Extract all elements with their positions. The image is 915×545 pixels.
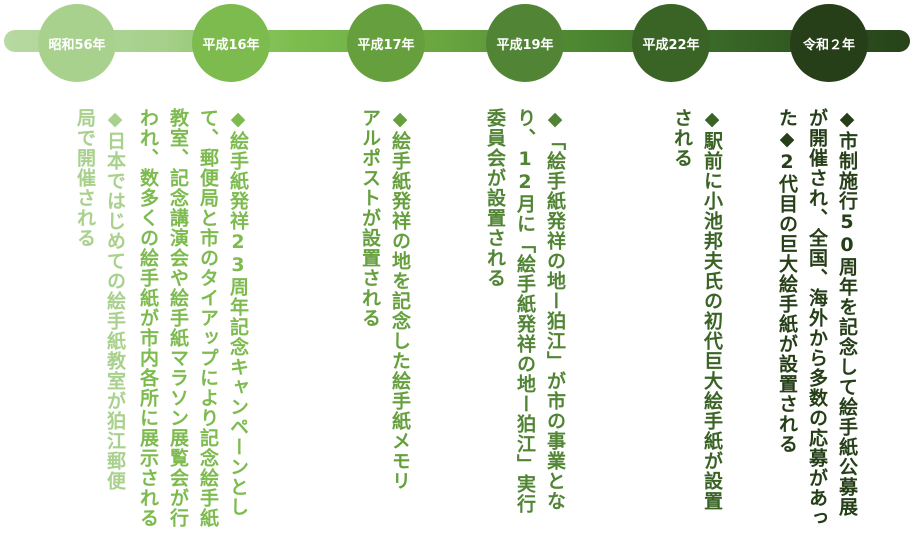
era-label: 平成17年 — [357, 37, 415, 53]
event-text-heisei19: ◆「絵手紙発祥の地ー狛江」が市の事業となり、12月に「絵手紙発祥の地ー狛江」実行… — [484, 108, 566, 514]
timeline-node-heisei17: 平成17年 — [347, 4, 425, 82]
era-label: 令和２年 — [802, 37, 855, 53]
era-label: 平成22年 — [642, 37, 700, 53]
event-text-reiwa2: ◆市制施行50周年を記念して絵手紙公募展が開催され、全国、海外から多数の応募があ… — [776, 108, 858, 528]
timeline-node-heisei19: 平成19年 — [486, 4, 564, 82]
event-text-showa56: ◆日本ではじめての絵手紙教室が狛江郵便局で開催される — [74, 108, 126, 491]
timeline-node-heisei16: 平成16年 — [192, 4, 270, 82]
timeline-node-showa56: 昭和56年 — [38, 4, 116, 82]
event-text-heisei17: ◆絵手紙発祥の地を記念した絵手紙メモリアルポストが設置される — [359, 108, 411, 491]
timeline-node-reiwa2: 令和２年 — [790, 4, 868, 82]
timeline-bar — [4, 30, 910, 52]
era-label: 昭和56年 — [48, 37, 106, 53]
era-label: 平成19年 — [496, 37, 554, 53]
event-text-heisei22: ◆駅前に小池邦夫氏の初代巨大絵手紙が設置される — [671, 108, 723, 511]
timeline-node-heisei22: 平成22年 — [632, 4, 710, 82]
era-label: 平成16年 — [202, 37, 260, 53]
event-text-heisei16: ◆絵手紙発祥23周年記念キャンペーンとして、郵便局と市のタイアップにより記念絵手… — [137, 108, 249, 528]
